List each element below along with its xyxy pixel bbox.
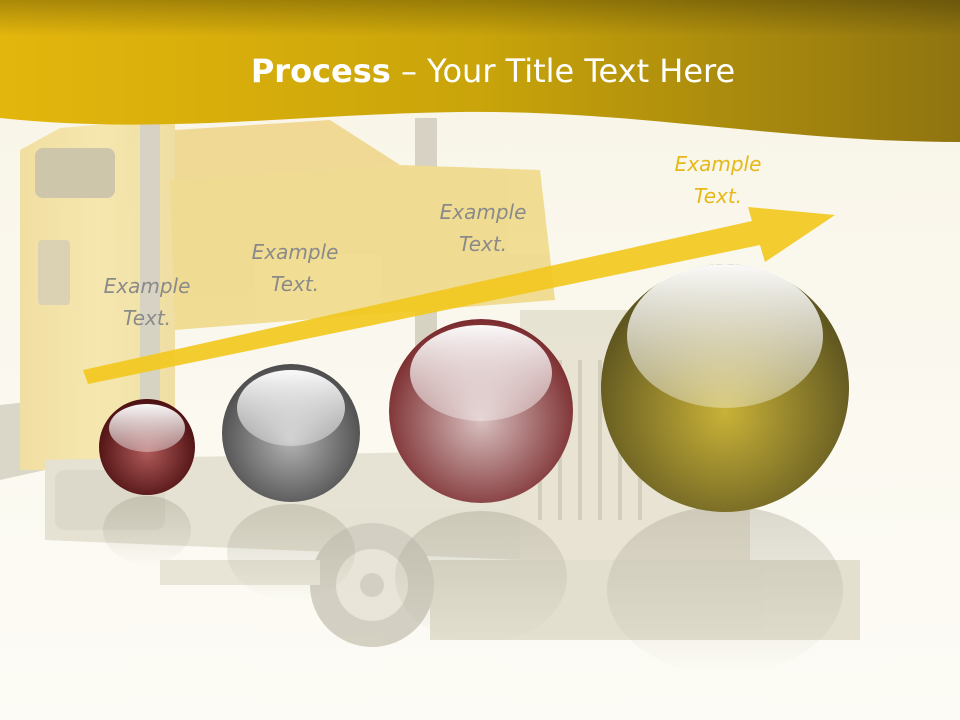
step-3-line-1: Example — [439, 200, 527, 224]
sphere-step-2 — [222, 364, 360, 502]
sphere-step-3 — [389, 319, 573, 503]
step-4-line-1: Example — [674, 152, 762, 176]
step-2-label: Example Text. — [230, 236, 360, 300]
rising-arrow — [83, 207, 835, 384]
step-3-line-2: Text. — [458, 232, 508, 256]
slide-title: Process – Your Title Text Here — [0, 52, 960, 90]
sphere-step-1 — [99, 399, 195, 495]
sphere-reflections — [103, 496, 843, 674]
title-rest: – Your Title Text Here — [390, 52, 736, 90]
title-bold: Process — [250, 52, 391, 90]
step-2-line-1: Example — [251, 240, 339, 264]
step-4-line-2: Text. — [693, 184, 743, 208]
step-3-label: Example Text. — [418, 196, 548, 260]
step-1-label: Example Text. — [82, 270, 212, 334]
step-1-line-1: Example — [103, 274, 191, 298]
step-1-line-2: Text. — [122, 306, 172, 330]
step-2-line-2: Text. — [270, 272, 320, 296]
step-4-label: Example Text. — [653, 148, 783, 212]
sphere-step-4 — [601, 264, 849, 512]
